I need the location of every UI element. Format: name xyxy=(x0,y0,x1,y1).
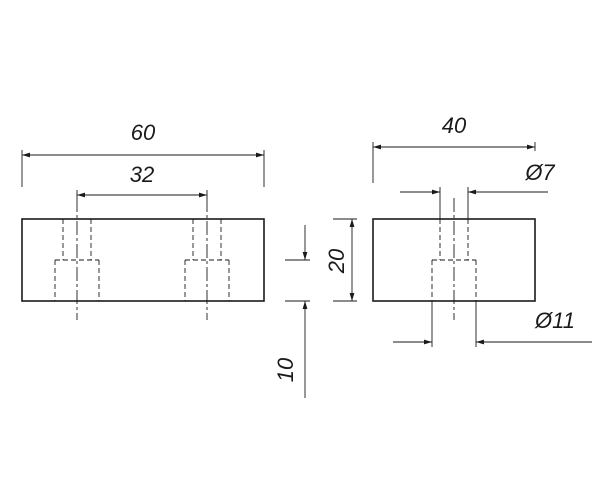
hole-spacing-dimension: 32 xyxy=(76,162,208,198)
counterbore-depth-dimension-label: 10 xyxy=(273,357,298,382)
counterbore-diameter-dimension-label: Ø11 xyxy=(534,308,575,333)
width-dimension-label: 60 xyxy=(131,120,156,145)
left-hole xyxy=(54,198,100,320)
height-dimension: 20 xyxy=(324,218,357,302)
height-dimension-label: 20 xyxy=(324,248,349,274)
side-view: 40 Ø7 Ø11 xyxy=(372,113,592,347)
depth-dimension-label: 40 xyxy=(442,113,467,138)
right-hole xyxy=(184,198,230,320)
counterbore-diameter-dimension: Ø11 xyxy=(393,301,592,347)
hole-diameter-dimension: Ø7 xyxy=(400,160,555,219)
hole-spacing-dimension-label: 32 xyxy=(130,162,154,187)
width-dimension: 60 xyxy=(21,120,265,187)
depth-dimension: 40 xyxy=(372,113,536,183)
front-view-outline xyxy=(21,218,265,302)
counterbore-depth-dimension: 10 xyxy=(273,225,310,398)
side-hole xyxy=(431,198,477,320)
front-view: 60 32 20 10 xyxy=(21,120,357,398)
hole-diameter-dimension-label: Ø7 xyxy=(524,160,555,185)
